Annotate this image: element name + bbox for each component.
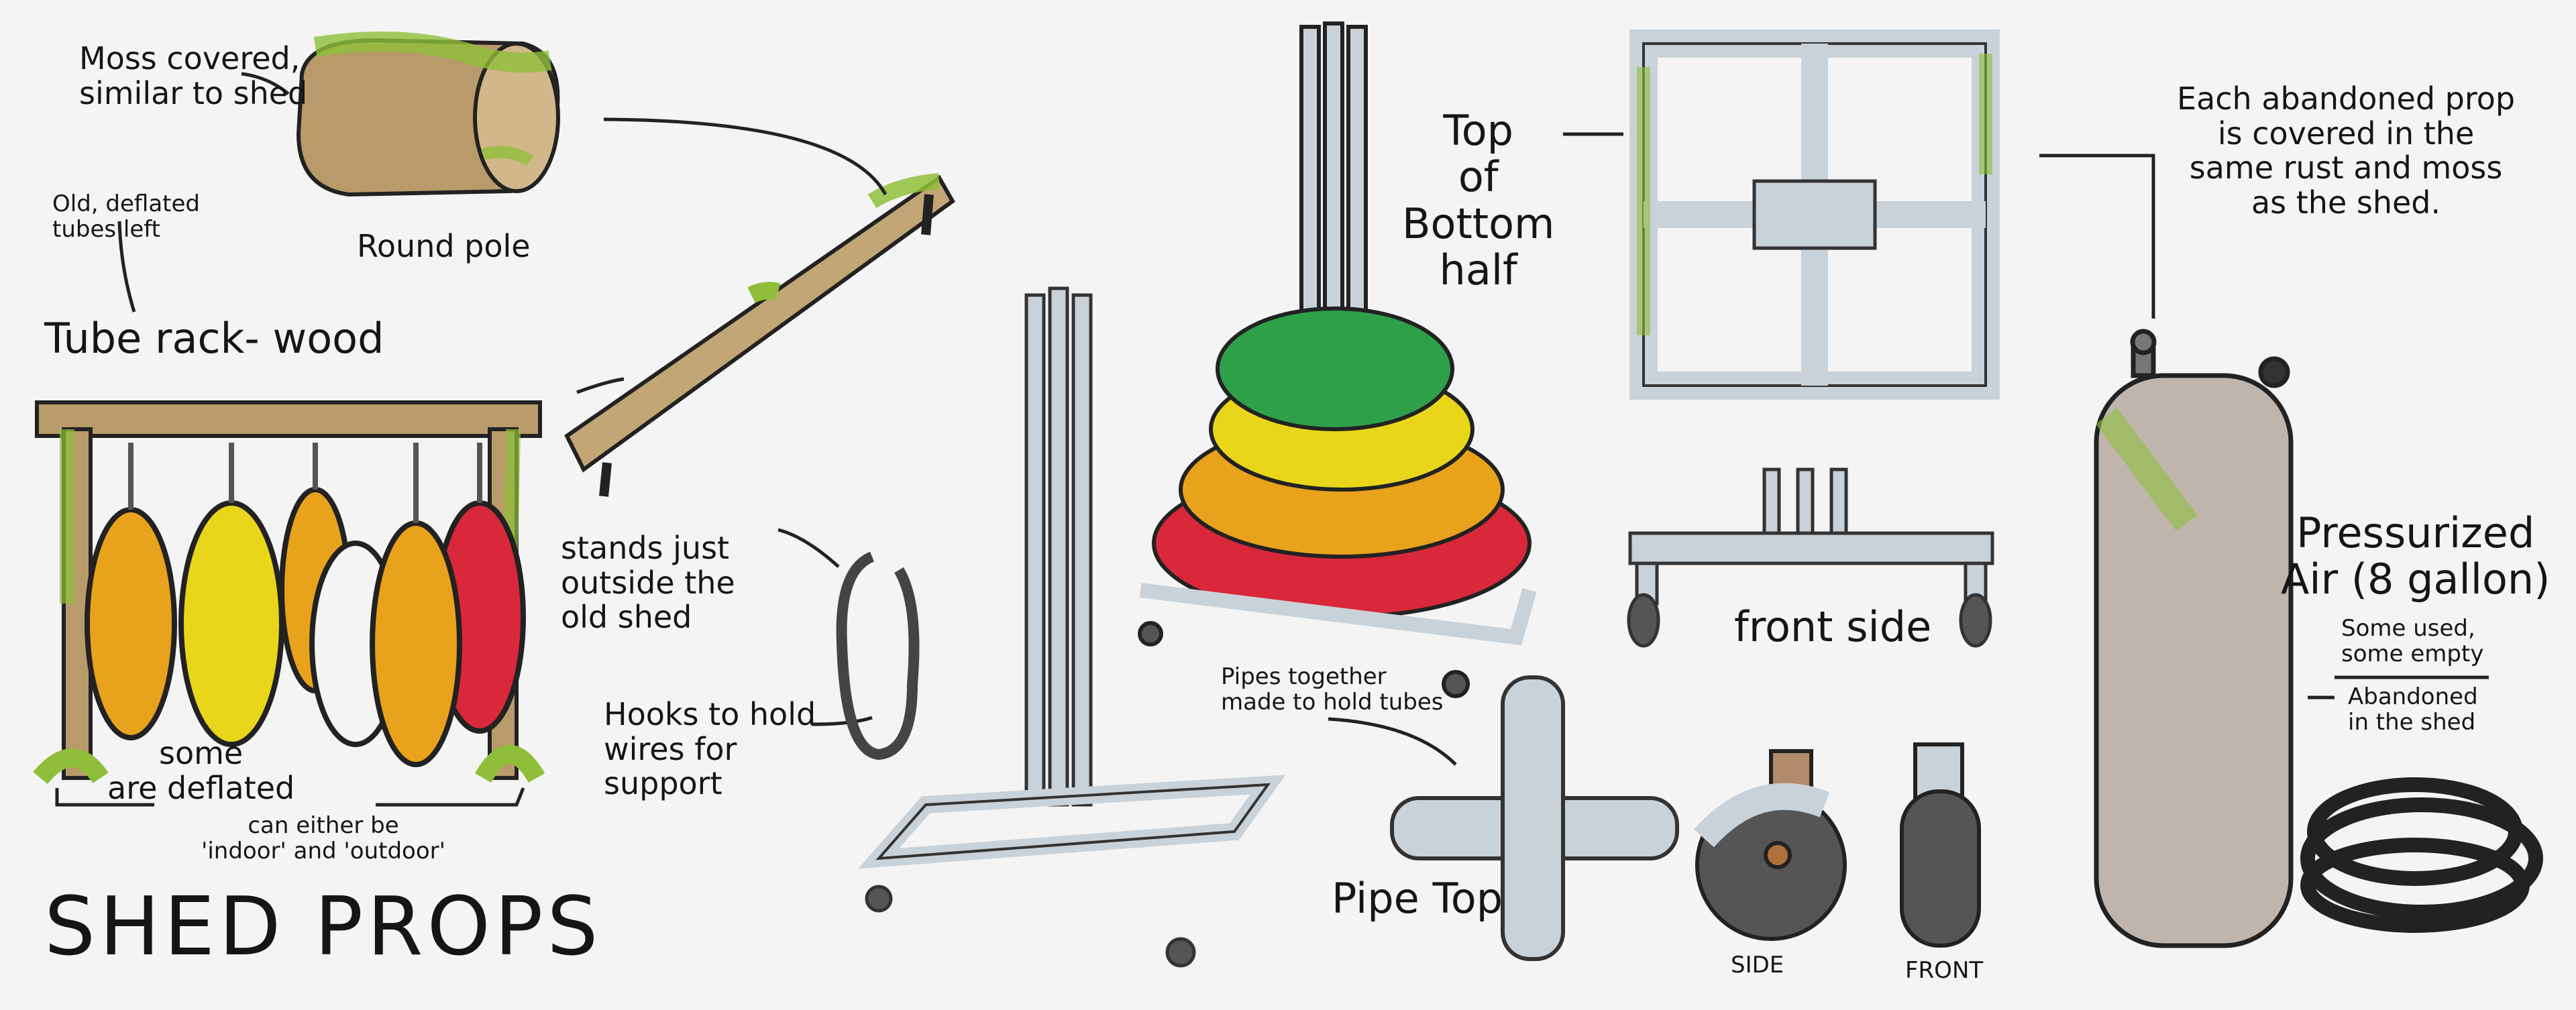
pipe-top-cross-drawing <box>1390 675 1679 961</box>
tube-stack-stand-drawing <box>1138 21 1537 698</box>
label-pressurized-air: Pressurized Air (8 gallon) <box>2281 508 2551 604</box>
tube-rack-drawing <box>33 400 545 785</box>
wheel-side-drawing <box>1694 749 1847 941</box>
label-round-pole: Round pole <box>357 228 531 264</box>
air-tank-drawing <box>2094 329 2294 948</box>
carabiner-hook-drawing <box>836 551 920 761</box>
annotation-arrows <box>55 72 2489 807</box>
front-side-drawing <box>1627 467 1994 648</box>
label-some-deflated: some are deflated <box>107 735 295 806</box>
label-old-tubes: Old, deflated tubes left <box>52 190 200 243</box>
round-pole-drawing <box>564 173 955 497</box>
label-tube-rack: Tube rack- wood <box>44 314 384 363</box>
label-hooks: Hooks to hold wires for support <box>604 696 816 802</box>
coiled-hose-drawing <box>2300 777 2543 933</box>
moss-log-drawing <box>296 32 560 197</box>
label-front-side: front side <box>1734 602 1932 651</box>
label-front: FRONT <box>1905 957 1984 984</box>
page-title: SHED PROPS <box>44 881 602 974</box>
top-frame-drawing <box>1629 30 2000 400</box>
label-pipes-together: Pipes together made to hold tubes <box>1221 663 1444 716</box>
label-indoor-outdoor: can either be 'indoor' and 'outdoor' <box>201 812 445 865</box>
label-some-used: Some used, some empty <box>2341 615 2484 668</box>
label-side: SIDE <box>1731 952 1784 978</box>
label-stands-outside: stands just outside the old shed <box>561 530 735 636</box>
label-moss-covered: Moss covered, similar to shed <box>79 40 308 111</box>
pipe-stand-drawing <box>858 286 1286 968</box>
label-top-of-bottom: Top of Bottom half <box>1402 106 1555 295</box>
label-abandoned-shed: Abandoned in the shed <box>2348 683 2478 736</box>
label-each-abandoned: Each abandoned prop is covered in the sa… <box>2177 80 2516 221</box>
wheel-front-drawing <box>1900 742 1981 948</box>
label-pipe-top: Pipe Top <box>1332 874 1503 923</box>
